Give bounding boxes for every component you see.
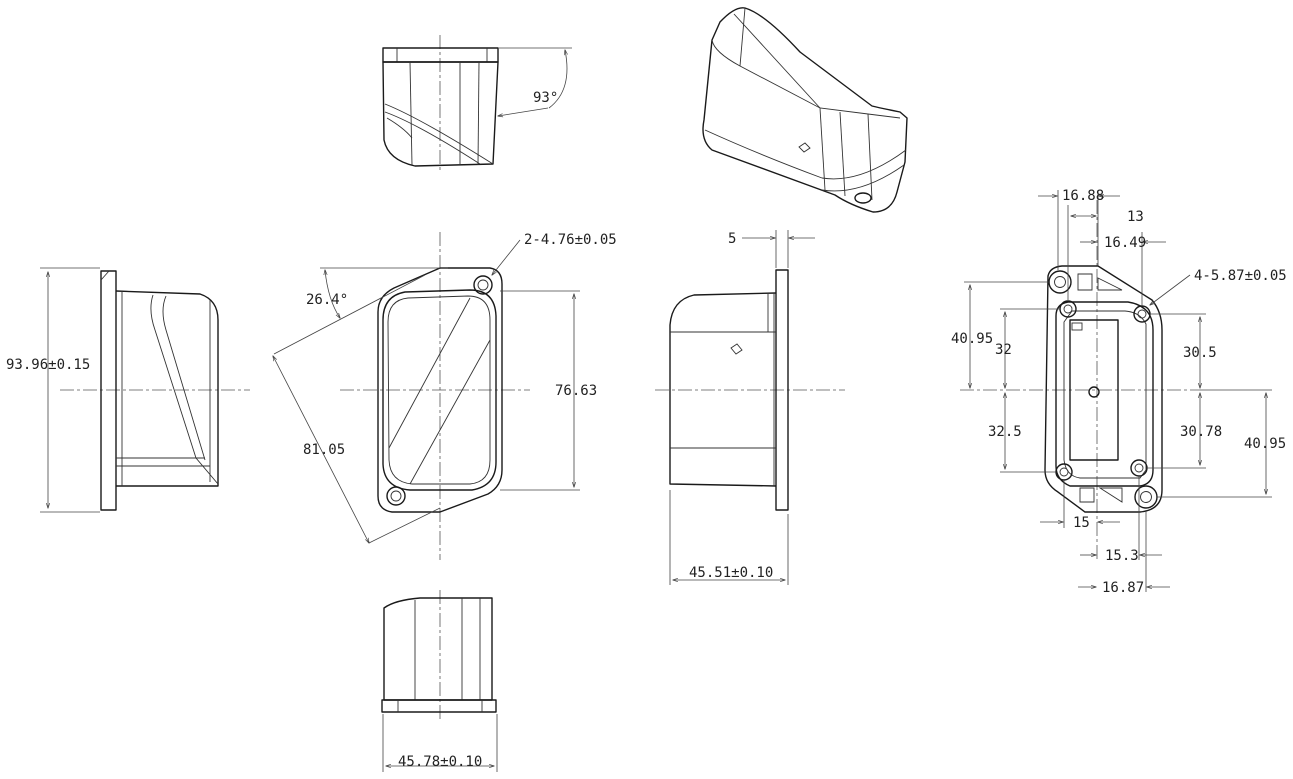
side-view: 5 45.51±0.10 [655, 230, 845, 585]
back-15-label: 15 [1073, 515, 1090, 531]
top-view: 93° [382, 35, 572, 172]
bottom-view: 45.78±0.10 [381, 590, 498, 772]
back-16-49-label: 16.49 [1104, 235, 1146, 251]
back-30-78-label: 30.78 [1180, 424, 1222, 440]
back-hole-callout: 4-5.87±0.05 [1194, 268, 1287, 284]
back-32-5-label: 32.5 [988, 424, 1022, 440]
front-view: 2-4.76±0.05 26.4° 81.05 76.63 [273, 232, 617, 560]
isometric-view [702, 7, 908, 213]
front-height-label: 76.63 [555, 383, 597, 399]
bottom-width-label: 45.78±0.10 [398, 754, 482, 770]
back-40-95-right-label: 40.95 [1244, 436, 1286, 452]
back-30-5-label: 30.5 [1183, 345, 1217, 361]
back-13-label: 13 [1127, 209, 1144, 225]
top-angle-label: 93° [533, 90, 558, 106]
side-flange-label: 5 [728, 231, 736, 247]
back-32-label: 32 [995, 342, 1012, 358]
side-width-label: 45.51±0.10 [689, 565, 773, 581]
front-diagonal-label: 81.05 [303, 442, 345, 458]
left-view: 93.96±0.15 [6, 267, 250, 513]
back-40-95-left-label: 40.95 [951, 331, 993, 347]
left-height-label: 93.96±0.15 [6, 357, 90, 373]
front-hole-callout: 2-4.76±0.05 [524, 232, 617, 248]
back-view: 16.88 13 16.49 4-5.87±0.05 40.95 32 32.5… [951, 188, 1287, 596]
back-16-88-label: 16.88 [1062, 188, 1104, 204]
back-15-3-label: 15.3 [1105, 548, 1139, 564]
back-16-87-label: 16.87 [1102, 580, 1144, 596]
front-angle-label: 26.4° [306, 292, 348, 308]
